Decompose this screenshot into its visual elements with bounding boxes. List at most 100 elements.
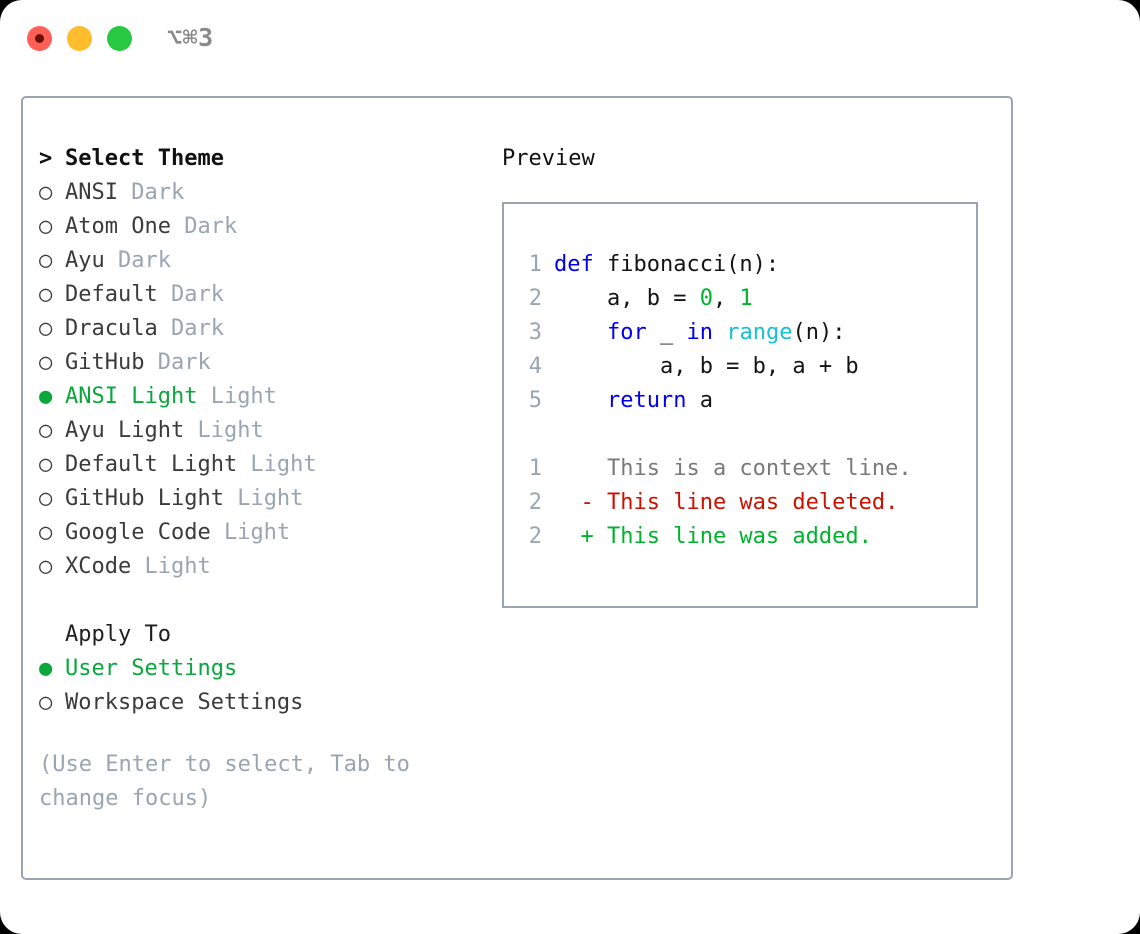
code-line: 2 a, b = 0, 1 <box>516 282 976 316</box>
radio-unselected-icon[interactable]: ○ <box>39 350 53 375</box>
theme-item[interactable]: ○ Ayu Light Light <box>39 414 499 448</box>
theme-item-name: Ayu <box>65 248 105 273</box>
theme-item[interactable]: ○ GitHub Light Light <box>39 482 499 516</box>
code-line: 5 return a <box>516 384 976 418</box>
radio-unselected-icon[interactable]: ○ <box>39 214 53 239</box>
theme-item-name: Default Light <box>65 452 238 477</box>
theme-item-name: XCode <box>65 554 132 579</box>
traffic-lights <box>27 26 132 51</box>
radio-unselected-icon[interactable]: ○ <box>39 180 53 205</box>
code-token-number: 1 <box>739 286 753 311</box>
apply-to-heading: Apply To <box>39 618 499 652</box>
radio-unselected-icon[interactable]: ○ <box>39 520 53 545</box>
theme-item-kind: Dark <box>104 248 171 273</box>
theme-item[interactable]: ○ GitHub Dark <box>39 346 499 380</box>
maximize-button[interactable] <box>107 26 132 51</box>
code-token-plain: _ <box>646 320 687 345</box>
radio-selected-icon[interactable]: ● <box>39 656 53 681</box>
theme-item-kind: Light <box>210 520 291 545</box>
theme-item[interactable]: ○XCode Light <box>39 550 499 584</box>
theme-selector-column: >Select Theme ○ANSI Dark○Atom One Dark○A… <box>39 142 499 816</box>
main-panel: >Select Theme ○ANSI Dark○Atom One Dark○A… <box>21 96 1013 880</box>
radio-unselected-icon[interactable]: ○ <box>39 418 53 443</box>
code-token-plain <box>713 320 726 345</box>
apply-to-list: ● User Settings ○ Workspace Settings <box>39 652 499 720</box>
theme-item-name: Dracula <box>65 316 158 341</box>
code-line-number: 1 <box>528 252 542 277</box>
minimize-button[interactable] <box>67 26 92 51</box>
radio-unselected-icon[interactable]: ○ <box>39 316 53 341</box>
radio-selected-icon[interactable]: ● <box>39 384 53 409</box>
heading-prompt-marker: > <box>39 146 53 171</box>
code-token-keyword: for <box>606 320 647 345</box>
keyboard-hint: (Use Enter to select, Tab to change focu… <box>39 752 424 811</box>
code-line: 4 a, b = b, a + b <box>516 350 976 384</box>
theme-item-kind: Dark <box>170 214 238 239</box>
theme-item-name: GitHub Light <box>65 486 224 511</box>
theme-item-kind: Light <box>237 452 317 477</box>
apply-to-marker <box>39 618 65 652</box>
code-token-keyword: return <box>606 388 687 413</box>
code-line: 1 def fibonacci(n): <box>516 248 976 282</box>
theme-item[interactable]: ○Atom One Dark <box>39 210 499 244</box>
select-theme-heading: >Select Theme <box>39 142 499 176</box>
code-token-plain: fibonacci(n): <box>606 252 780 277</box>
code-line-number: 5 <box>528 388 542 413</box>
diff-line-number: 2 <box>528 524 542 549</box>
theme-item[interactable]: ○ Default Light Light <box>39 448 499 482</box>
theme-item[interactable]: ●ANSI Light Light <box>39 380 499 414</box>
radio-unselected-icon[interactable]: ○ <box>39 554 53 579</box>
code-token-plain: , <box>712 286 740 311</box>
theme-item[interactable]: ○ANSI Dark <box>39 176 499 210</box>
apply-to-item[interactable]: ○ Workspace Settings <box>39 686 499 720</box>
code-token-number: 0 <box>699 286 713 311</box>
theme-item-name: Ayu Light <box>65 418 185 443</box>
theme-item[interactable]: ○ Ayu Dark <box>39 244 499 278</box>
code-token-keyword: def <box>554 252 607 277</box>
diff-line-number: 1 <box>528 456 542 481</box>
apply-to-item-label: Workspace Settings <box>65 690 304 715</box>
close-button[interactable] <box>27 26 52 51</box>
window-title: ⌥⌘3 <box>167 23 214 52</box>
diff-text: This line was added. <box>606 524 872 549</box>
theme-item-kind: Dark <box>144 350 211 375</box>
diff-sample: 1 This is a context line. 2 - This line w… <box>516 452 976 554</box>
radio-unselected-icon[interactable]: ○ <box>39 486 53 511</box>
theme-item-name: Default <box>65 282 158 307</box>
window-titlebar: ⌥⌘3 <box>0 0 1140 78</box>
diff-text: This line was deleted. <box>606 490 899 515</box>
theme-item-kind: Light <box>223 486 304 511</box>
diff-line-number: 2 <box>528 490 542 515</box>
theme-item[interactable]: ○ Dracula Dark <box>39 312 499 346</box>
radio-unselected-icon[interactable]: ○ <box>39 690 53 715</box>
theme-item-name: ANSI <box>65 180 118 205</box>
diff-sign: - <box>554 490 607 515</box>
code-token-plain: (n): <box>792 320 846 345</box>
code-line: 3 for _ in range(n): <box>516 316 976 350</box>
code-token-plain <box>554 388 607 413</box>
radio-unselected-icon[interactable]: ○ <box>39 282 53 307</box>
apply-to-item[interactable]: ● User Settings <box>39 652 499 686</box>
code-line-number: 3 <box>528 320 542 345</box>
code-token-plain <box>554 320 607 345</box>
section-spacer <box>39 584 499 618</box>
diff-line: 1 This is a context line. <box>516 452 976 486</box>
theme-item[interactable]: ○Default Dark <box>39 278 499 312</box>
theme-item[interactable]: ○Google Code Light <box>39 516 499 550</box>
theme-item-name: GitHub <box>65 350 145 375</box>
theme-item-kind: Light <box>197 384 277 409</box>
theme-item-kind: Light <box>184 418 264 443</box>
theme-item-kind: Dark <box>157 316 224 341</box>
code-token-plain: a <box>686 388 713 413</box>
diff-sign: + <box>554 524 607 549</box>
radio-unselected-icon[interactable]: ○ <box>39 452 53 477</box>
apply-to-item-label: User Settings <box>65 656 238 681</box>
theme-list: ○ANSI Dark○Atom One Dark○Ayu Dark○Defaul… <box>39 176 499 584</box>
radio-unselected-icon[interactable]: ○ <box>39 248 53 273</box>
code-token-function: range <box>726 320 793 345</box>
diff-text: This is a context line. <box>606 456 912 481</box>
apply-to-label: Apply To <box>65 622 171 647</box>
